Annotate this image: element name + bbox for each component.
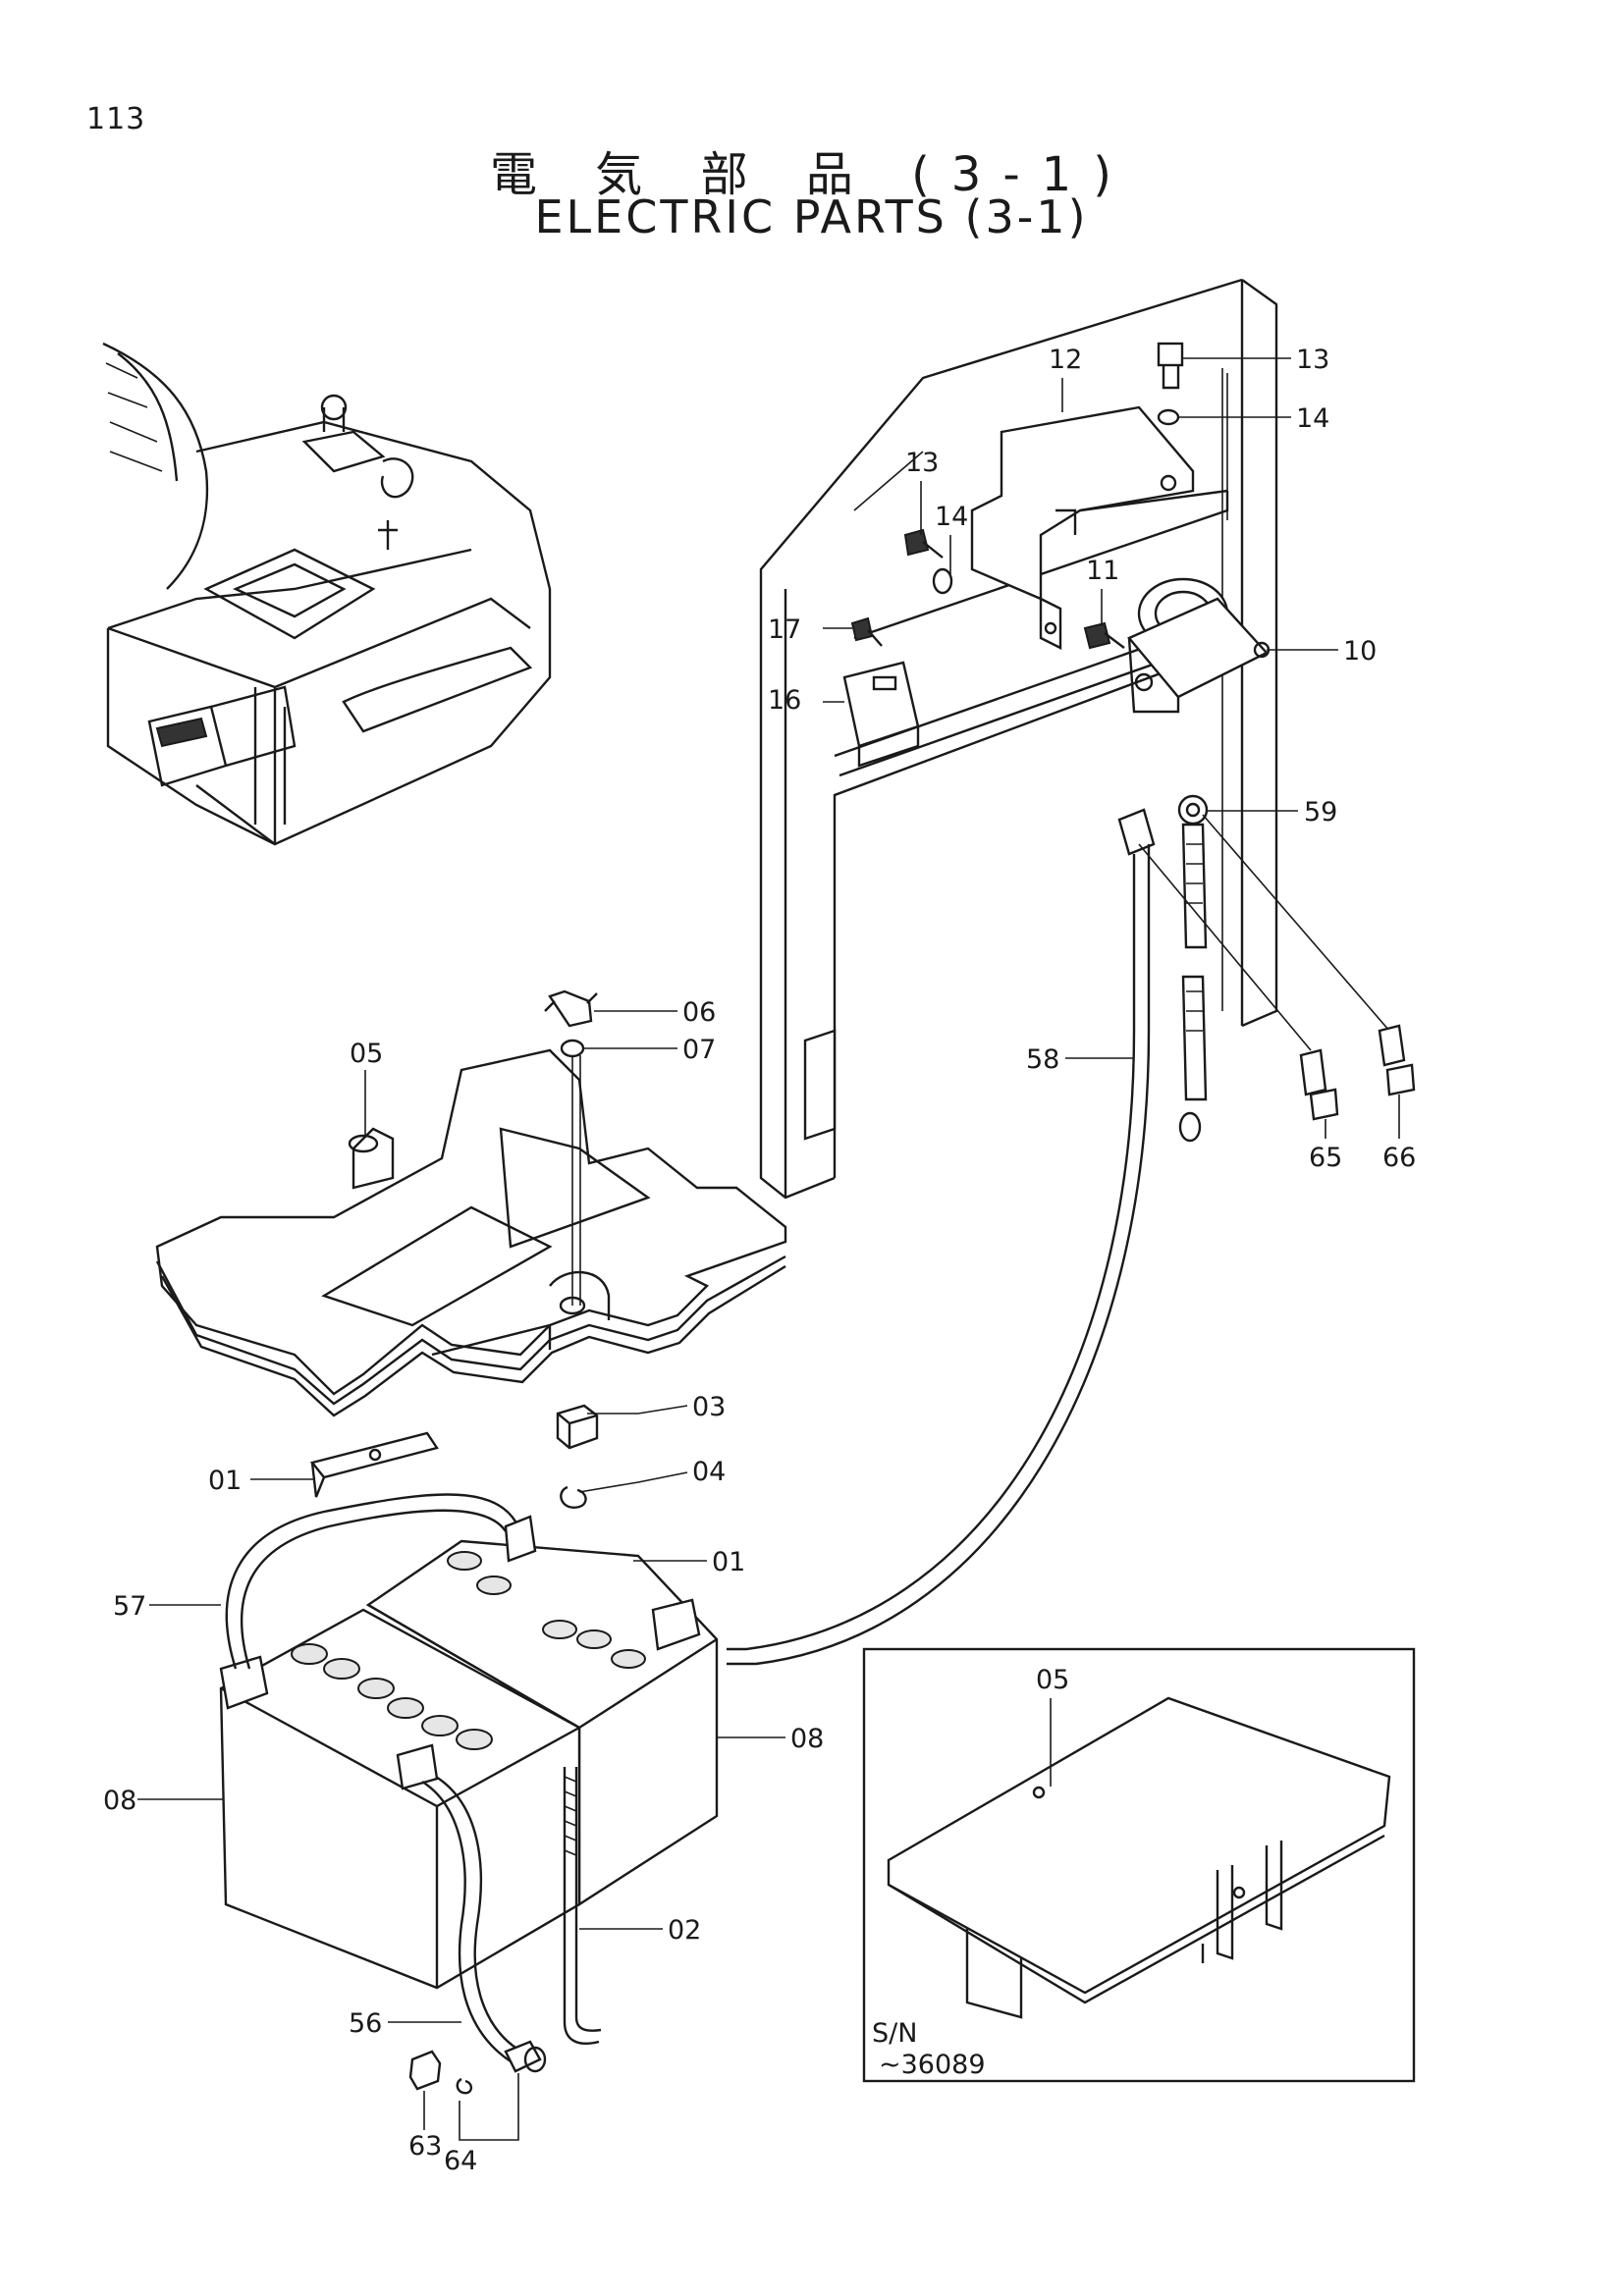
rod-guide-line [571, 1055, 581, 1306]
lock-washer-04 [560, 1485, 587, 1509]
callout-05-inset: 05 [1036, 1665, 1069, 1695]
relay-16 [842, 661, 920, 768]
callout-01-left: 01 [208, 1466, 242, 1496]
washer-14-left [932, 567, 953, 595]
inset-serial-label: S/N [872, 2018, 917, 2049]
callout-13-left: 13 [905, 448, 939, 478]
bolt-13-left [903, 528, 944, 559]
clamp-01-left [309, 1431, 439, 1498]
callout-14-upper: 14 [1296, 403, 1329, 434]
title-english: ELECTRIC PARTS (3-1) [534, 190, 1089, 243]
inset-serial-range: ~36089 [879, 2050, 986, 2080]
callout-57: 57 [113, 1591, 146, 1622]
bolt-11 [1083, 621, 1125, 650]
terminal-65 [1138, 843, 1339, 1121]
machine-body-illustration [102, 342, 552, 846]
terminal-66 [1202, 814, 1416, 1096]
callout-66: 66 [1382, 1143, 1416, 1173]
cable-56 [421, 1775, 547, 2073]
callout-64: 64 [444, 2146, 477, 2176]
nut-03 [556, 1404, 599, 1450]
battery-08-right [365, 1515, 719, 1907]
callout-12: 12 [1049, 345, 1082, 375]
callout-11: 11 [1086, 556, 1119, 586]
callout-08-left: 08 [103, 1786, 136, 1816]
bolt-13-upper [1157, 342, 1184, 390]
callout-59: 59 [1304, 797, 1337, 828]
callout-02: 02 [668, 1915, 701, 1946]
relay-bracket-12 [970, 405, 1228, 650]
callout-17: 17 [768, 614, 801, 645]
callout-01-right: 01 [712, 1547, 745, 1577]
callout-06: 06 [682, 997, 716, 1028]
cable-58 [727, 808, 1156, 1666]
washer-64 [456, 2077, 473, 2095]
callout-65: 65 [1309, 1143, 1342, 1173]
callout-05: 05 [350, 1039, 383, 1069]
washer-14-upper [1157, 408, 1180, 426]
inset-panel [862, 1647, 1416, 2083]
cable-57-edge [241, 1509, 507, 1670]
page-number: 113 [86, 102, 146, 136]
callout-03: 03 [692, 1392, 726, 1422]
callout-13-upper: 13 [1296, 345, 1329, 375]
leader-lines [137, 357, 1400, 2141]
callout-08-right: 08 [790, 1724, 824, 1754]
callout-10: 10 [1343, 636, 1377, 667]
battery-08-left [219, 1608, 581, 1990]
nut-63 [408, 2050, 442, 2091]
rod-02 [563, 1767, 602, 2045]
callout-14-left: 14 [935, 502, 968, 532]
title-japanese: 電 気 部 品 (3-1) [490, 147, 1133, 202]
callout-58: 58 [1026, 1044, 1059, 1075]
wing-nut-06 [544, 989, 598, 1028]
callout-16: 16 [768, 685, 801, 716]
relay-10 [1127, 577, 1271, 714]
callout-07: 07 [682, 1035, 716, 1065]
callout-63: 63 [408, 2131, 442, 2162]
callout-56: 56 [349, 2008, 382, 2039]
washer-07 [560, 1039, 585, 1058]
cable-59 [1177, 794, 1209, 1143]
battery-holder-05 [155, 1048, 787, 1417]
bolt-17 [850, 616, 883, 647]
cable-57 [225, 1493, 517, 1670]
callout-04: 04 [692, 1457, 726, 1487]
